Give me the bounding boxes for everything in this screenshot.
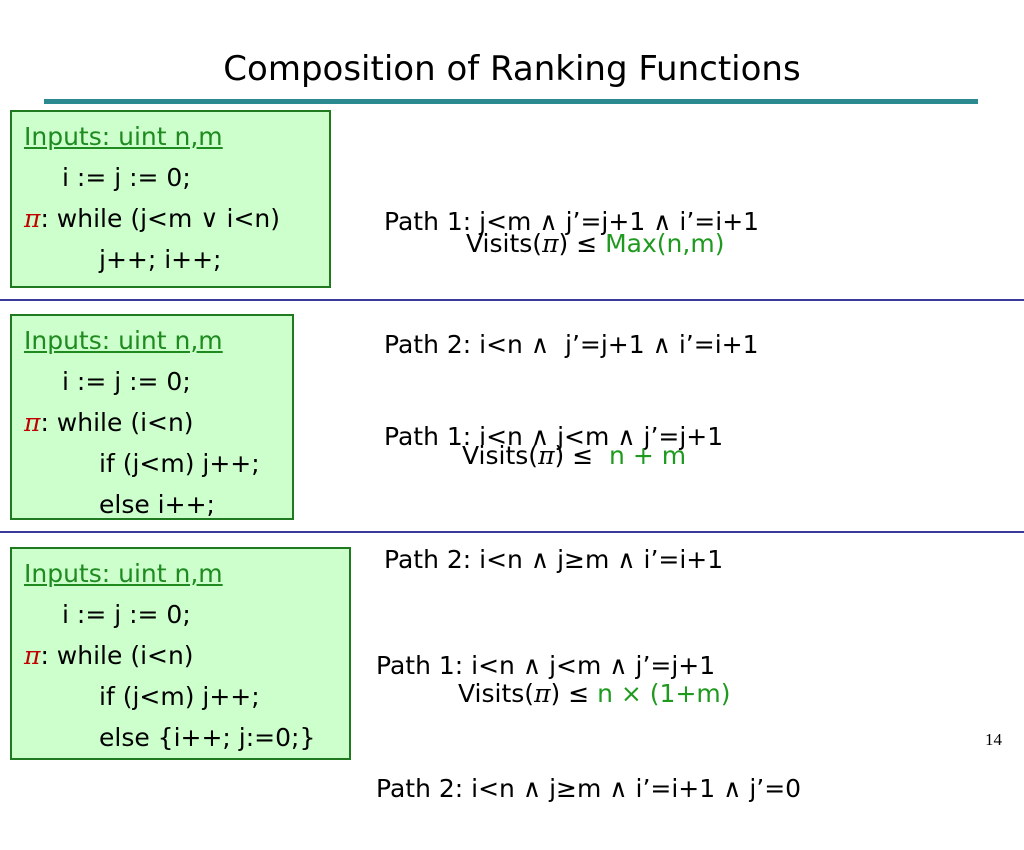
inputs-label: Inputs: uint n,m — [24, 122, 223, 151]
visits-bound-2: Visits(π) ≤ n + m — [462, 438, 686, 474]
visits-leq: ) ≤ — [554, 441, 610, 470]
visits-prefix: Visits( — [466, 229, 543, 258]
inputs-label: Inputs: uint n,m — [24, 326, 223, 355]
visits-prefix: Visits( — [462, 441, 539, 470]
visits-leq: ) ≤ — [558, 229, 606, 258]
bound-expression: n × (1+m) — [597, 679, 731, 708]
body-line: j++; i++; — [99, 245, 222, 274]
path-2: Path 2: i<n ∧ j’=j+1 ∧ i’=i+1 — [384, 330, 759, 359]
loop-text: : while (j<m ∨ i<n) — [40, 204, 281, 233]
pi-symbol: π — [24, 641, 41, 670]
init-line: i := j := 0; — [62, 367, 191, 396]
path-1: Path 1: i<n ∧ j<m ∧ j’=j+1 — [376, 651, 716, 680]
code-box-3: Inputs: uint n,m i := j := 0; π: while (… — [10, 547, 351, 760]
bound-expression: n + m — [609, 441, 687, 470]
loop-line: π: while (j<m ∨ i<n) — [24, 198, 329, 239]
path-2: Path 2: i<n ∧ j≥m ∧ i’=i+1 ∧ j’=0 — [376, 774, 802, 803]
code-box-1: Inputs: uint n,m i := j := 0; π: while (… — [10, 110, 331, 288]
pi-symbol: π — [24, 408, 41, 437]
body-line: else {i++; j:=0;} — [99, 723, 316, 752]
loop-text: : while (i<n) — [40, 408, 194, 437]
inputs-label: Inputs: uint n,m — [24, 559, 223, 588]
loop-line: π: while (i<n) — [24, 402, 292, 443]
body-line: else i++; — [99, 490, 215, 519]
init-line: i := j := 0; — [62, 600, 191, 629]
pi-symbol: π — [538, 441, 555, 470]
section-divider — [0, 531, 1024, 533]
title-underline — [44, 99, 978, 104]
visits-leq: ) ≤ — [550, 679, 598, 708]
loop-text: : while (i<n) — [40, 641, 194, 670]
pi-symbol: π — [24, 204, 41, 233]
paths-block-2: Path 1: i<n ∧ j<m ∧ j’=j+1 Path 2: i<n ∧… — [384, 334, 723, 621]
body-line: if (j<m) j++; — [99, 682, 260, 711]
paths-block-1: Path 1: j<m ∧ j’=j+1 ∧ i’=i+1 Path 2: i<… — [384, 119, 759, 406]
slide-title: Composition of Ranking Functions — [223, 49, 801, 89]
visits-prefix: Visits( — [458, 679, 535, 708]
init-line: i := j := 0; — [62, 163, 191, 192]
visits-bound-3: Visits(π) ≤ n × (1+m) — [458, 676, 731, 712]
visits-bound-1: Visits(π) ≤ Max(n,m) — [466, 226, 724, 262]
path-1: Path 1: i<n ∧ j<m ∧ j’=j+1 — [384, 422, 724, 451]
body-line: if (j<m) j++; — [99, 449, 260, 478]
section-divider — [0, 299, 1024, 301]
path-2: Path 2: i<n ∧ j≥m ∧ i’=i+1 — [384, 545, 724, 574]
code-box-2: Inputs: uint n,m i := j := 0; π: while (… — [10, 314, 294, 520]
page-number: 14 — [985, 730, 1002, 749]
pi-symbol: π — [534, 679, 551, 708]
pi-symbol: π — [542, 229, 559, 258]
bound-expression: Max(n,m) — [605, 229, 725, 258]
loop-line: π: while (i<n) — [24, 635, 349, 676]
path-1: Path 1: j<m ∧ j’=j+1 ∧ i’=i+1 — [384, 207, 760, 236]
